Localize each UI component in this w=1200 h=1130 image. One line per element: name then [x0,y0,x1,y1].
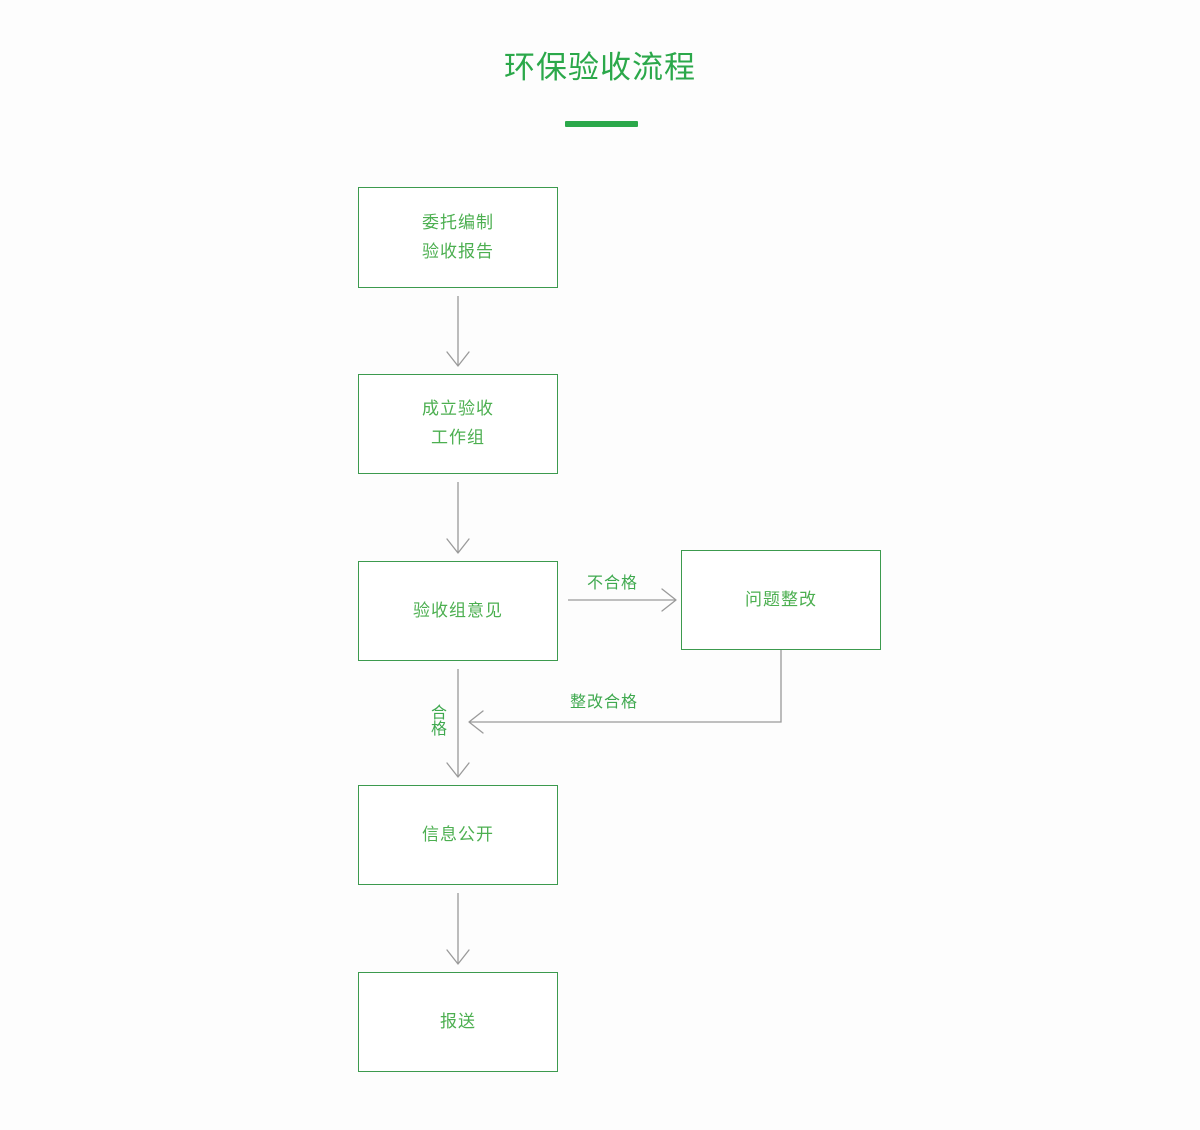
connector-disclosure-to-submit [446,893,470,965]
node-info-disclosure-label: 信息公开 [422,824,494,845]
node-group-opinion[interactable]: 验收组意见 [358,561,558,661]
node-form-group[interactable]: 成立验收 工作组 [358,374,558,474]
node-entrust-report-label: 委托编制 验收报告 [422,212,494,262]
page-title: 环保验收流程 [504,50,696,86]
edge-label-fail: 不合格 [587,573,639,592]
node-info-disclosure[interactable]: 信息公开 [358,785,558,885]
edge-label-pass: 合格 [428,704,447,736]
connector-opinion-to-disclosure [446,669,470,778]
node-submit-label: 报送 [440,1011,476,1032]
title-underline-rule [565,121,638,127]
node-rectification-label: 问题整改 [745,589,817,610]
node-entrust-report[interactable]: 委托编制 验收报告 [358,187,558,288]
connector-entrust-to-group [446,296,470,367]
node-rectification[interactable]: 问题整改 [681,550,881,650]
node-group-opinion-label: 验收组意见 [413,600,503,621]
connector-group-to-opinion [446,482,470,554]
node-form-group-label: 成立验收 工作组 [422,399,494,448]
edge-label-rectified-pass: 整改合格 [570,692,639,711]
node-submit[interactable]: 报送 [358,972,558,1072]
